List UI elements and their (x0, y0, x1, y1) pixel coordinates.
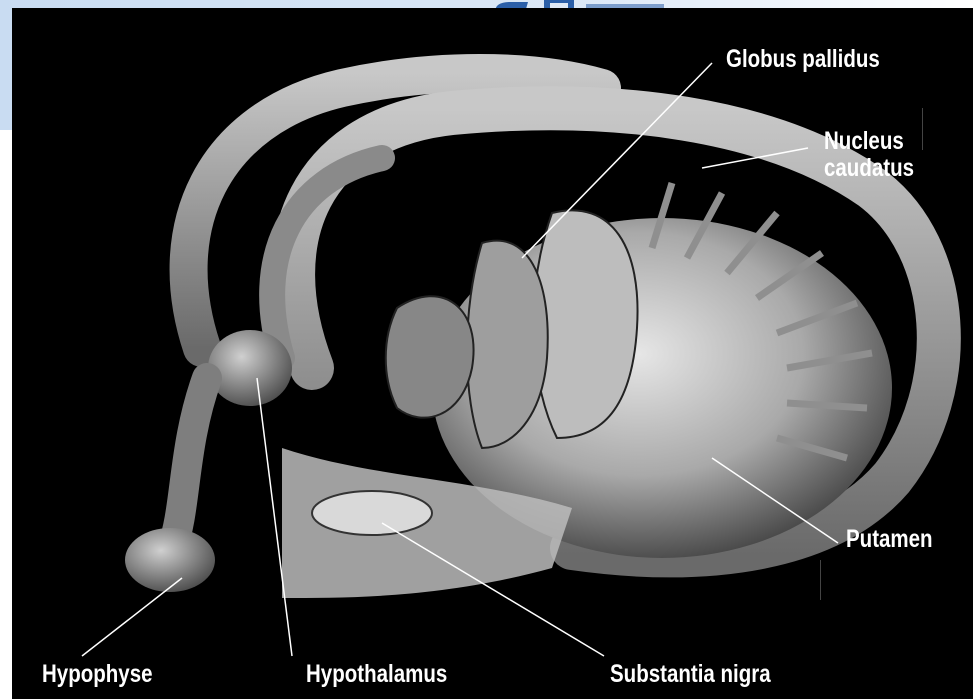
hypothalamus-body (208, 330, 292, 406)
label-hypophyse: Hypophyse (42, 661, 153, 688)
basal-ganglia-illustration: Globus pallidus Nucleus caudatus Putamen… (12, 8, 973, 699)
label-nucleus-caudatus: Nucleus caudatus (824, 128, 914, 182)
label-hypothalamus: Hypothalamus (306, 661, 447, 688)
image-gap (922, 108, 973, 150)
image-gap (820, 560, 973, 600)
label-substantia-nigra: Substantia nigra (610, 661, 771, 688)
hypophyse-gland (125, 528, 215, 592)
hypophyse-stalk (172, 378, 207, 548)
label-globus-pallidus: Globus pallidus (726, 46, 880, 73)
substantia-nigra-body (312, 491, 432, 535)
label-putamen: Putamen (846, 526, 933, 553)
